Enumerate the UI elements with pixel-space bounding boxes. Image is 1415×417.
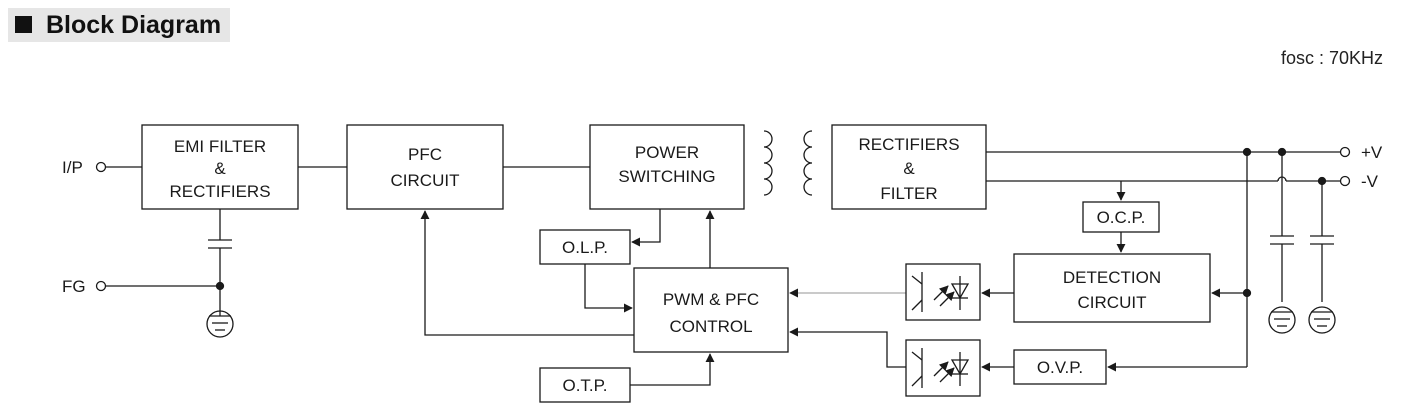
fg-label: FG (62, 277, 86, 296)
rectifiers-label-line1: RECTIFIERS (858, 135, 959, 154)
detection-label-line1: DETECTION (1063, 268, 1161, 287)
detection-label-line2: CIRCUIT (1078, 293, 1147, 312)
output-positive-terminal (1339, 146, 1351, 158)
rectifiers-label-line3: FILTER (880, 184, 937, 203)
oscillator-frequency-label: fosc : 70KHz (1280, 48, 1383, 68)
power-switching-label-line1: POWER (635, 143, 699, 162)
pfc-label-line1: PFC (408, 145, 442, 164)
output-positive-label: +V (1361, 143, 1383, 162)
section-title: Block Diagram (46, 11, 222, 39)
output-negative-label: -V (1361, 172, 1379, 191)
input-label: I/P (62, 158, 83, 177)
ground-icon (1308, 306, 1336, 334)
pfc-circuit-block (346, 124, 504, 210)
detection-circuit-block (1013, 253, 1211, 323)
emi-label-line3: RECTIFIERS (169, 182, 270, 201)
pwm-label-line1: PWM & PFC (663, 290, 759, 309)
otp-label: O.T.P. (562, 376, 607, 395)
input-terminal (95, 161, 107, 173)
pwm-label-line2: CONTROL (669, 317, 752, 336)
ground-icon (206, 305, 234, 338)
output-negative-terminal (1339, 175, 1351, 187)
pwm-control-block (633, 267, 789, 353)
ocp-label: O.C.P. (1097, 208, 1146, 227)
ground-icon (1268, 306, 1296, 334)
fg-terminal (95, 280, 107, 292)
power-switching-label-line2: SWITCHING (618, 167, 715, 186)
optocoupler-icon (905, 339, 981, 397)
pfc-label-line2: CIRCUIT (391, 171, 460, 190)
olp-label: O.L.P. (562, 238, 608, 257)
section-header: Block Diagram (8, 8, 230, 42)
rectifiers-label-line2: & (903, 159, 915, 178)
emi-label-line1: EMI FILTER (174, 137, 266, 156)
ovp-label: O.V.P. (1037, 358, 1083, 377)
square-bullet-icon (15, 16, 32, 33)
optocoupler-icon (905, 263, 981, 321)
emi-label-line2: & (214, 159, 226, 178)
rectifiers-filter-block (831, 124, 987, 210)
transformer-icon (763, 130, 813, 196)
